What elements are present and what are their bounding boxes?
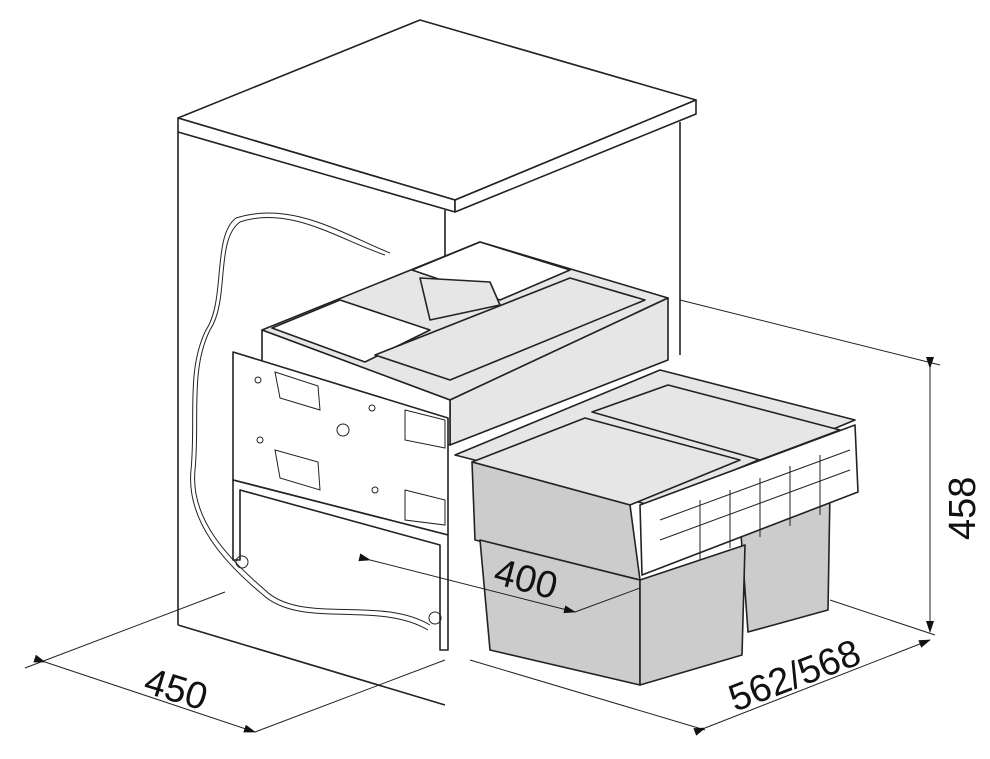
cabinet-top <box>177 19 697 201</box>
dim-450-line <box>33 654 256 733</box>
cabinet <box>177 19 697 706</box>
front-panel <box>232 351 449 651</box>
basket-grid <box>639 424 859 576</box>
dim-562-568-label: 562/568 <box>723 632 866 720</box>
dim-458-label: 458 <box>942 477 984 540</box>
dim-450-label: 450 <box>139 660 212 719</box>
bins <box>454 369 859 686</box>
upper-frame <box>261 241 669 446</box>
dim-400-line <box>358 553 576 614</box>
dim-562-568-line <box>693 639 931 736</box>
dimension-lines <box>24 299 941 736</box>
cable <box>190 212 431 631</box>
